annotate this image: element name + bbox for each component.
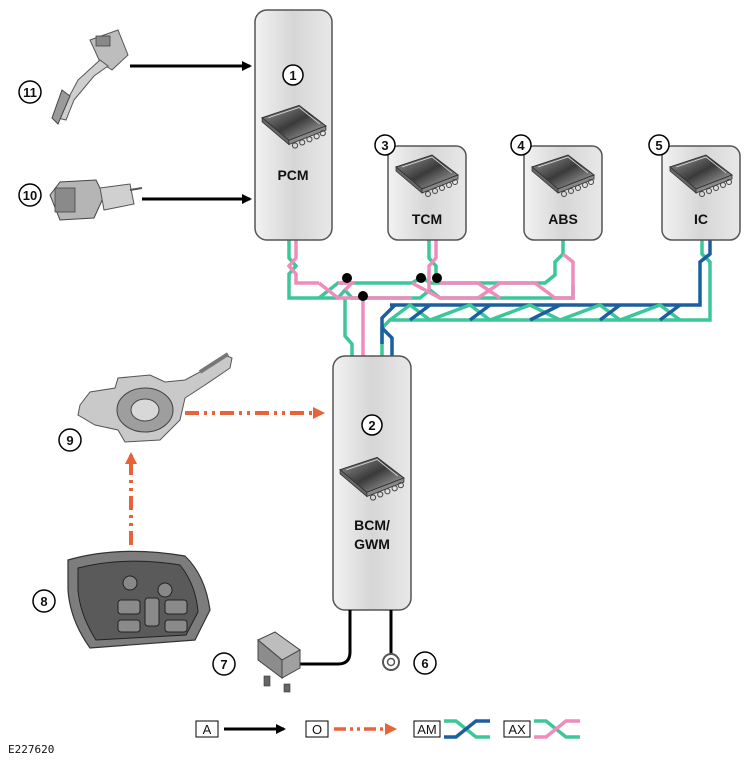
legend-item-am: AM [413, 719, 490, 739]
switchpack-icon [67, 550, 211, 649]
bcm-number: 2 [368, 418, 375, 433]
pcm-number: 1 [289, 68, 296, 83]
callout-11: 11 [23, 85, 37, 100]
figure-reference: E227620 [8, 743, 54, 756]
bcm-gwm-module: 2 BCM/ GWM [332, 355, 412, 611]
steering-wheel-switchpack: 8 [32, 550, 211, 649]
callout-7: 7 [220, 657, 227, 672]
tcm-module: 3 TCM [374, 134, 467, 241]
pcm-label: PCM [277, 167, 308, 183]
bcm-label-line1: BCM/ [354, 517, 390, 533]
legend-label-a: A [203, 722, 212, 737]
power-supply: 7 6 [212, 610, 437, 693]
callout-6: 6 [421, 656, 428, 671]
callout-10: 10 [23, 188, 37, 203]
callout-8: 8 [40, 594, 47, 609]
ground-eyelet-icon [382, 653, 400, 671]
legend-item-ax: AX [503, 719, 580, 739]
junction-dots [342, 273, 442, 301]
lin-connections [125, 407, 325, 545]
accelerator-pedal-icon [51, 29, 129, 125]
abs-module: 4 ABS [510, 134, 603, 241]
ic-module: 5 IC [648, 134, 741, 241]
callout-circle [361, 414, 383, 436]
bcm-label-line2: GWM [354, 536, 390, 552]
tcm-number: 3 [381, 138, 388, 153]
fuse-icon [257, 631, 301, 693]
legend-item-o: O [305, 720, 397, 738]
legend-item-a: A [195, 720, 286, 738]
pcm-module: 1 PCM [254, 9, 333, 241]
callout-9: 9 [66, 433, 73, 448]
callout-circle [282, 64, 304, 86]
can-medium-speed-pink [286, 238, 575, 360]
ic-label: IC [694, 211, 708, 227]
abs-number: 4 [517, 138, 525, 153]
brake-switch-icon [49, 179, 143, 221]
legend-label-am: AM [417, 722, 437, 737]
legend-label-o: O [312, 722, 322, 737]
accelerator-pedal: 11 [18, 29, 129, 125]
clockspring-assembly: 9 [58, 352, 233, 452]
callout-circle [510, 134, 532, 156]
hardwire-connections [130, 61, 252, 204]
can-bus-wiring [286, 238, 712, 360]
callout-circle [374, 134, 396, 156]
callout-circle [648, 134, 670, 156]
ic-number: 5 [655, 138, 662, 153]
brake-pedal-switch: 10 [18, 179, 143, 221]
tcm-label: TCM [412, 211, 442, 227]
abs-label: ABS [548, 211, 578, 227]
clockspring-icon [77, 352, 233, 443]
legend-label-ax: AX [508, 722, 526, 737]
legend: A O AM AX [195, 719, 580, 739]
